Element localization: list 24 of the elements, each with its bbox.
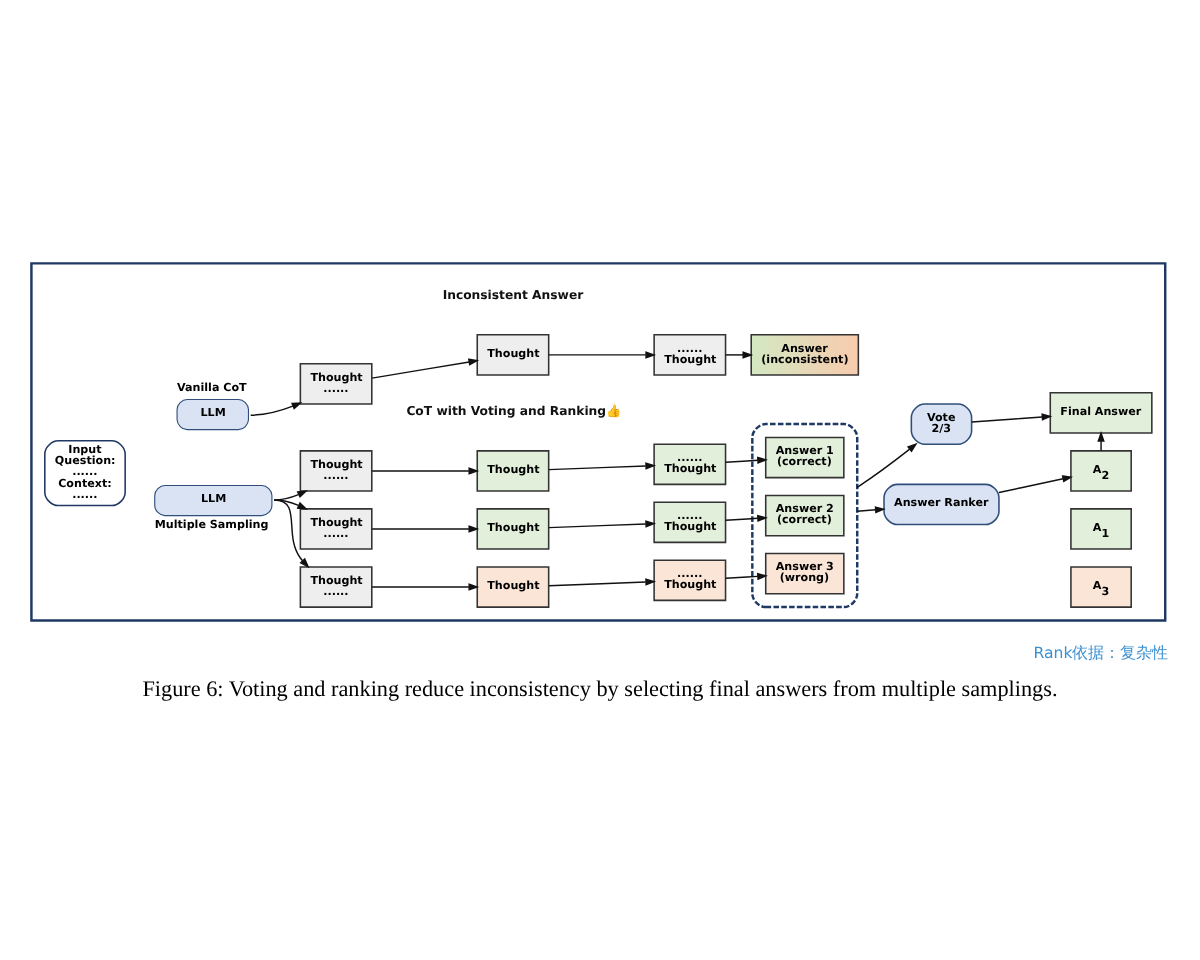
arrow <box>724 455 768 464</box>
arrow <box>724 513 768 522</box>
arrow <box>273 489 308 500</box>
arrow <box>998 474 1073 493</box>
arrow <box>724 350 754 358</box>
caption: Figure 6: Voting and ranking reduce inconsistency by selecting final answers from multiple samplings. <box>142 677 1058 702</box>
arrow <box>971 412 1053 422</box>
arrow <box>371 466 480 474</box>
arrow <box>273 498 310 568</box>
arrow <box>724 571 768 580</box>
cluster <box>30 261 1167 621</box>
arrow <box>548 350 657 358</box>
arrow <box>250 401 303 415</box>
cluster <box>751 421 859 608</box>
arrow <box>856 441 918 488</box>
arrow <box>1097 430 1105 451</box>
arrow <box>548 577 657 586</box>
arrow <box>371 524 480 532</box>
arrow <box>371 582 480 590</box>
arrow <box>273 498 308 509</box>
arrow <box>856 505 886 513</box>
arrow <box>548 461 657 470</box>
arrow <box>371 357 480 378</box>
arrow <box>548 519 657 528</box>
